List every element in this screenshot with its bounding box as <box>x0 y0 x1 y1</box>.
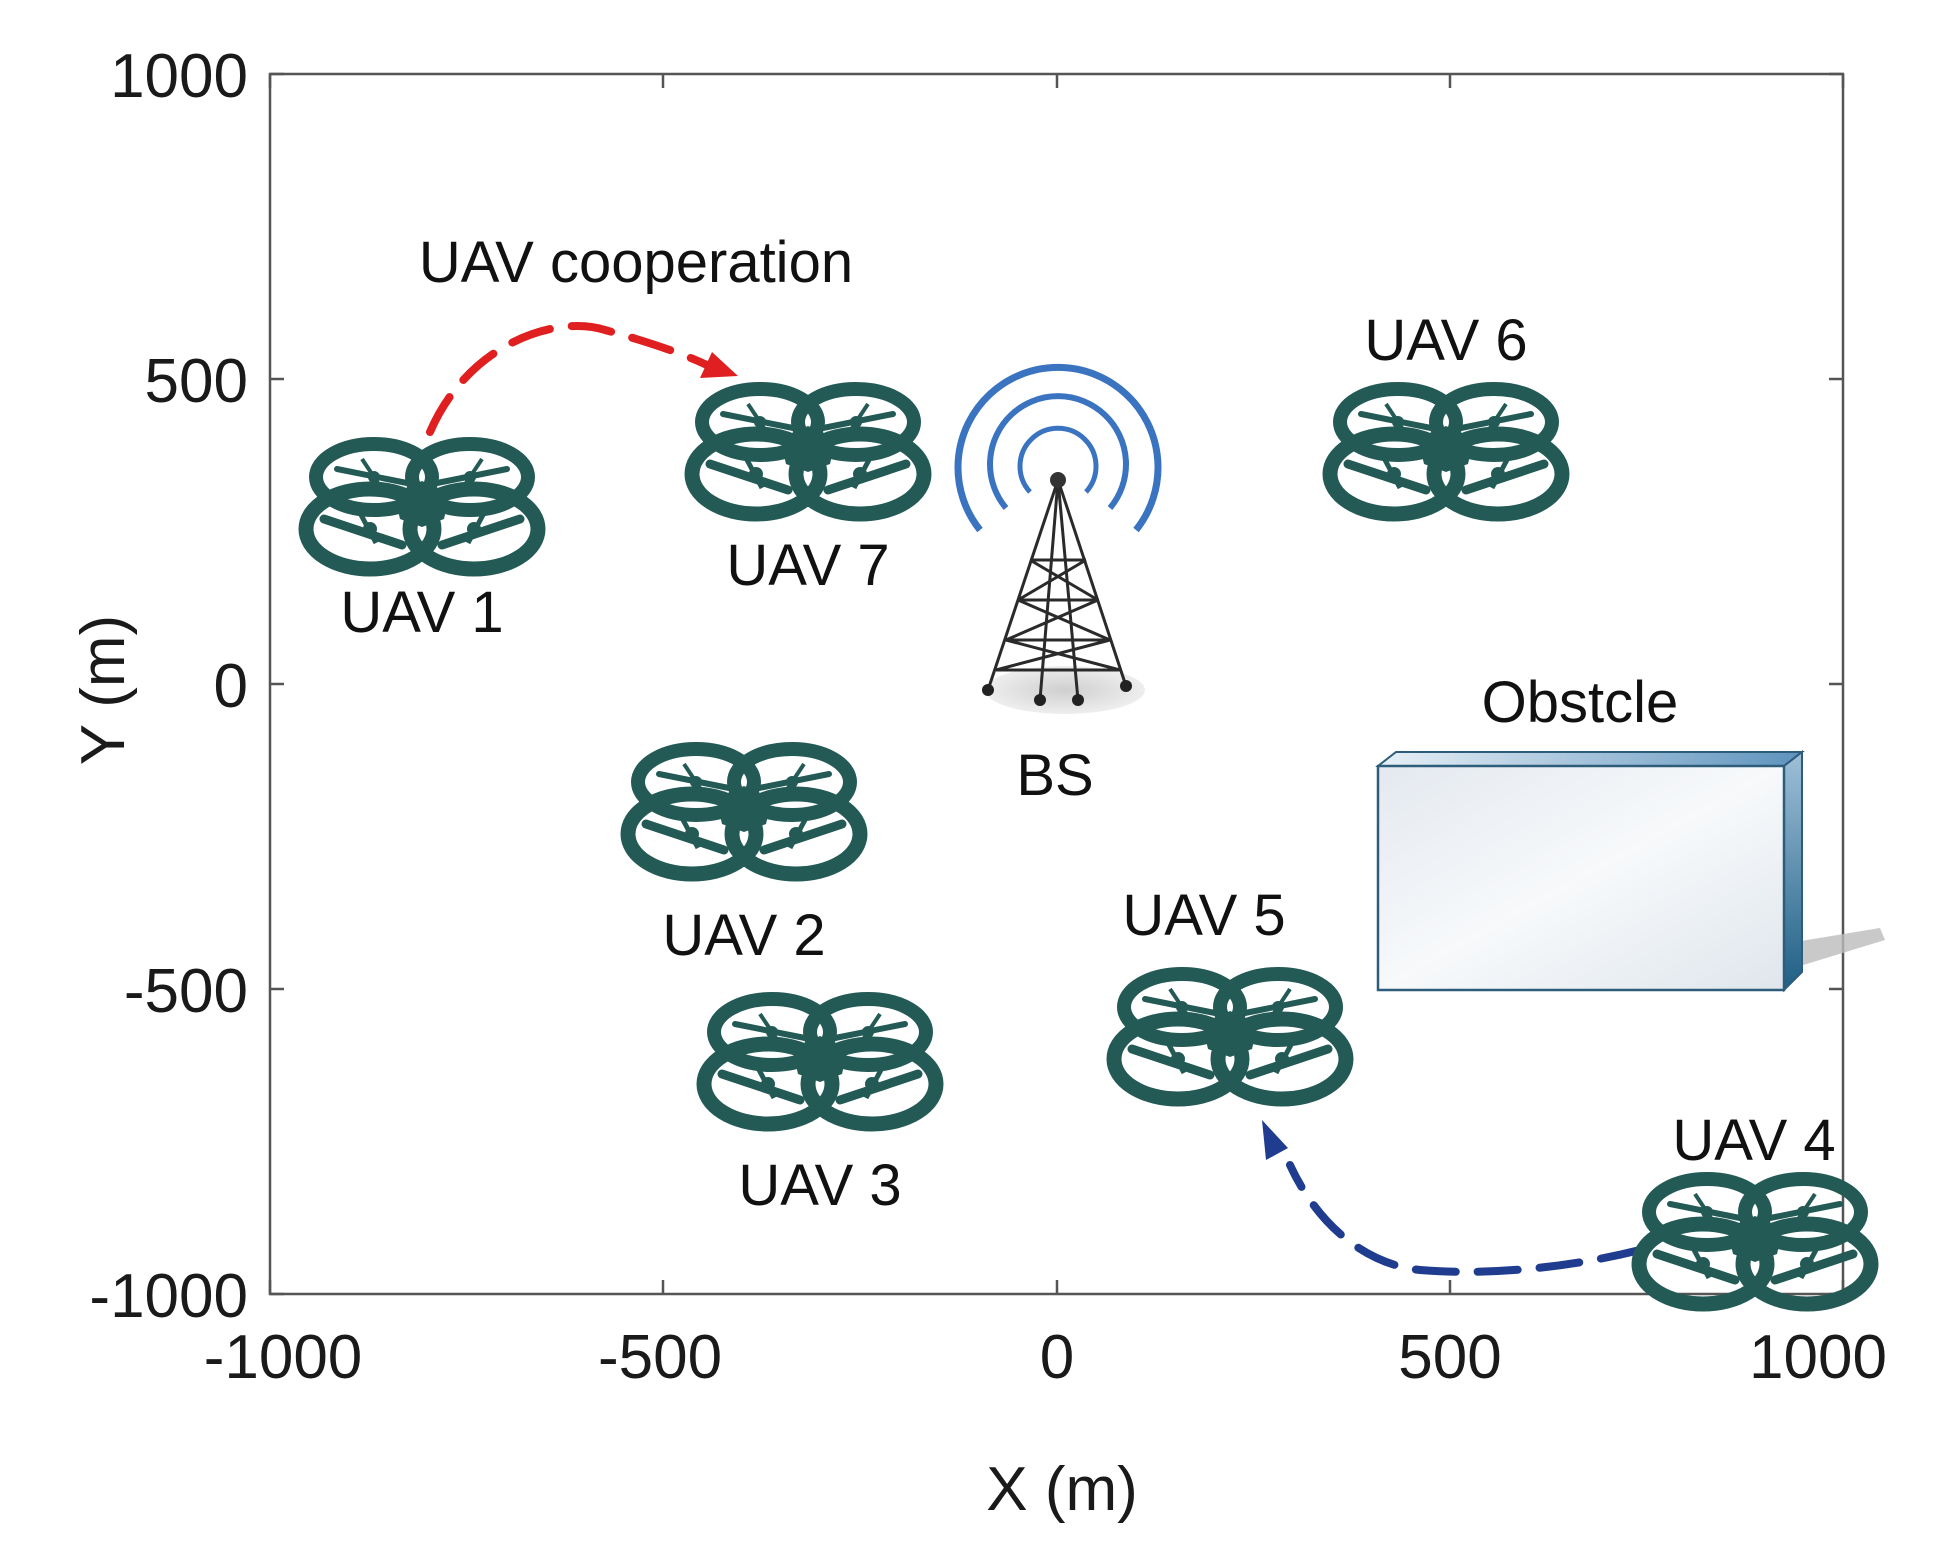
x-tick-label: 500 <box>1398 1323 1501 1392</box>
uav-label: UAV 6 <box>1364 308 1527 373</box>
axis-ticks <box>268 72 1845 1296</box>
bs-label: BS <box>1016 743 1093 808</box>
obstacle-shadow <box>1795 928 1885 966</box>
uav-label: UAV 1 <box>340 580 503 645</box>
cooperation-arrow-blue <box>1286 1161 1644 1276</box>
obstacle-label: Obstcle <box>1482 670 1679 735</box>
uav-label: UAV 3 <box>738 1153 901 1218</box>
x-tick-label: 0 <box>1040 1323 1074 1392</box>
obstacle <box>1375 749 1885 993</box>
x-axis-label: X (m) <box>986 1455 1138 1524</box>
obstacle-side <box>1783 749 1803 993</box>
obstacle-top <box>1375 751 1805 767</box>
uav-3-icon <box>704 999 936 1124</box>
y-tick-label: 1000 <box>110 42 248 111</box>
x-tick-label: -500 <box>598 1323 722 1392</box>
blue-arrowhead <box>1262 1120 1288 1160</box>
base-station <box>954 363 1162 714</box>
y-tick-label: -500 <box>124 957 248 1026</box>
cooperation-arrow-red <box>426 321 724 436</box>
cooperation-label: UAV cooperation <box>419 230 853 295</box>
antenna-tip <box>1050 472 1066 488</box>
y-tick-label: 500 <box>145 347 248 416</box>
uav-2-icon <box>628 749 860 874</box>
obstacle-face <box>1376 764 1786 992</box>
x-tick-label: 1000 <box>1749 1323 1887 1392</box>
uav-4-icon <box>1639 1179 1871 1304</box>
signal-wave-inner <box>1017 425 1099 494</box>
uav-label: UAV 5 <box>1122 883 1285 948</box>
red-arrowhead <box>700 352 738 378</box>
uav-5-icon <box>1114 974 1346 1099</box>
signal-wave-middle <box>987 393 1129 510</box>
signal-wave-outer <box>954 363 1162 533</box>
y-axis-label: Y (m) <box>69 615 138 765</box>
uav-6-icon <box>1330 389 1562 514</box>
uav-label: UAV 7 <box>726 533 889 598</box>
x-tick-label: -1000 <box>204 1323 363 1392</box>
uav-label: UAV 4 <box>1672 1108 1835 1173</box>
uav-1-icon <box>306 444 538 569</box>
y-tick-label: -1000 <box>89 1262 248 1331</box>
uav-label: UAV 2 <box>662 903 825 968</box>
uav-7-icon <box>692 389 924 514</box>
tower-base-shadow <box>985 666 1145 714</box>
y-tick-label: 0 <box>214 652 248 721</box>
